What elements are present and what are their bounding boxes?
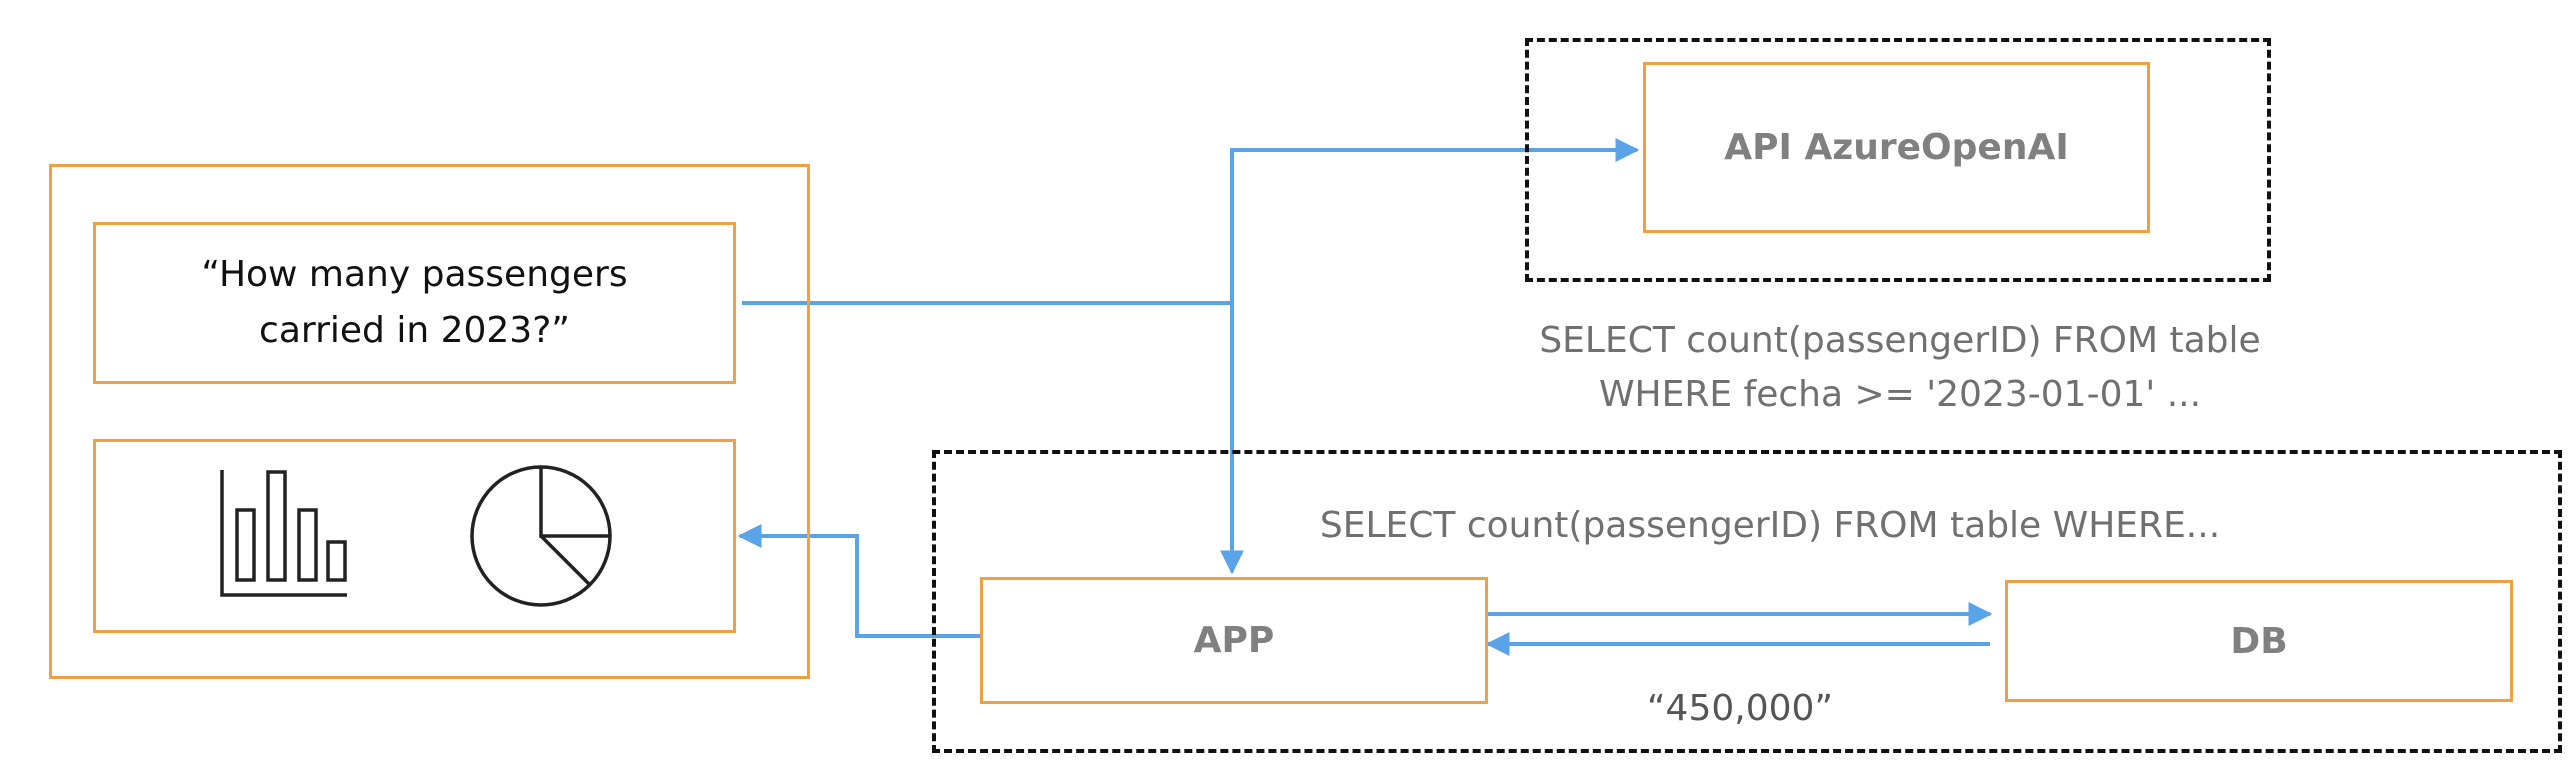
db-box[interactable]: DB: [2005, 580, 2513, 702]
pie-chart-icon: [470, 465, 612, 607]
question-text: “How many passengers carried in 2023?”: [201, 254, 628, 351]
db-label: DB: [2230, 620, 2288, 662]
question-box[interactable]: “How many passengers carried in 2023?”: [93, 222, 736, 384]
query-result-label: “450,000”: [1646, 688, 1834, 729]
generated-sql-line2: WHERE fecha >= '2023-01-01' ...: [1598, 374, 2202, 415]
api-label: API AzureOpenAI: [1724, 127, 2069, 168]
backend-query-label: SELECT count(passengerID) FROM table WHE…: [1319, 505, 2221, 546]
bar-chart-icon: [220, 470, 347, 597]
backend-zone: [932, 450, 2562, 753]
app-box[interactable]: APP: [980, 577, 1488, 704]
api-zone: [1525, 38, 2271, 282]
generated-sql-line1: SELECT count(passengerID) FROM table: [1539, 320, 2261, 361]
arrow-junction-to-api: [1230, 138, 1640, 303]
ui-panel: [49, 164, 810, 679]
app-label: APP: [1193, 620, 1275, 661]
results-box: [93, 439, 736, 633]
arrow-app-to-results: [737, 524, 980, 638]
api-azureopenai-box[interactable]: API AzureOpenAI: [1643, 62, 2150, 233]
